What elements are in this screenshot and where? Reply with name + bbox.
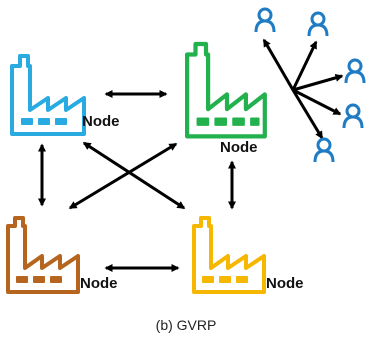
- arrow-to-user-5: [291, 89, 324, 140]
- arrow-blue-yellow: [82, 141, 186, 210]
- factory-icon-green: [185, 41, 267, 139]
- arrow-to-user-1: [262, 38, 295, 91]
- user-icon-5: [313, 137, 335, 163]
- user-icon-3: [344, 58, 366, 84]
- node-label-blue: Node: [82, 113, 120, 130]
- node-label-green: Node: [220, 139, 258, 156]
- user-icon-1: [254, 7, 276, 33]
- user-icon-4: [342, 103, 364, 129]
- node-label-yellow: Node: [266, 275, 304, 292]
- arrow-to-user-3: [292, 73, 344, 92]
- factory-icon-brown: [6, 216, 80, 294]
- arrow-to-user-4: [292, 88, 342, 116]
- factory-icon-yellow: [192, 216, 266, 294]
- arrow-green-brown: [68, 142, 178, 210]
- factory-icon-blue: [10, 54, 86, 136]
- figure-caption: (b) GVRP: [156, 317, 217, 333]
- arrow-to-user-2: [291, 40, 318, 91]
- node-label-brown: Node: [80, 275, 118, 292]
- user-icon-2: [307, 11, 329, 37]
